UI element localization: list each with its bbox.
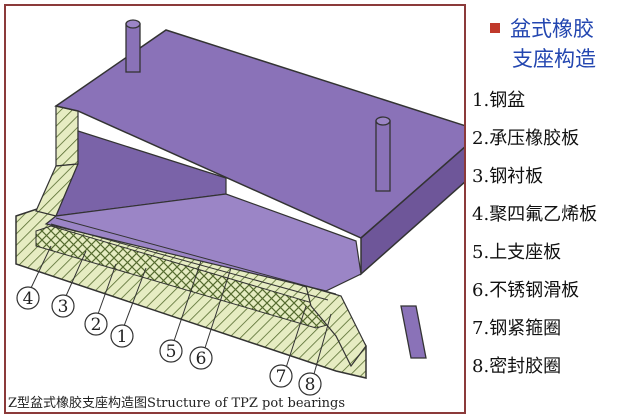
legend-item: 5.上支座板 xyxy=(472,238,597,276)
callout-leaders xyxy=(30,245,332,382)
legend-item-label: 钢衬板 xyxy=(489,166,544,187)
legend-item: 1.钢盆 xyxy=(472,86,597,124)
bearing-diagram: 4 3 2 1 5 6 7 8 xyxy=(15,19,464,396)
steel-pot-rim xyxy=(305,285,367,368)
callout-1: 1 xyxy=(110,324,134,348)
legend-item-number: 4. xyxy=(472,204,490,225)
svg-text:3: 3 xyxy=(58,297,69,317)
callout-6: 6 xyxy=(189,346,213,370)
upper-plate-lip xyxy=(55,105,79,167)
svg-text:4: 4 xyxy=(23,289,34,309)
callout-2: 2 xyxy=(84,312,108,336)
legend-item: 7.钢紧箍圈 xyxy=(472,314,597,352)
legend-item-number: 2. xyxy=(472,128,490,149)
legend-item: 6.不锈钢滑板 xyxy=(472,276,597,314)
legend-item-label: 钢紧箍圈 xyxy=(489,318,562,339)
callout-7: 7 xyxy=(269,364,293,388)
upper-plate-top xyxy=(54,29,464,239)
figure-frame: 4 3 2 1 5 6 7 8 Z型盆式橡胶支座构造图St xyxy=(4,4,466,414)
legend-item: 3.钢衬板 xyxy=(472,162,597,200)
legend-item-number: 7. xyxy=(472,318,490,339)
legend-item-label: 钢盆 xyxy=(489,90,526,111)
legend-title: 盆式橡胶 支座构造 xyxy=(490,14,635,74)
anchor-pin-back xyxy=(125,19,141,73)
legend-item-number: 5. xyxy=(472,242,490,263)
callout-8: 8 xyxy=(298,372,322,396)
legend-item: 2.承压橡胶板 xyxy=(472,124,597,162)
legend-title-line2: 支座构造 xyxy=(512,47,596,71)
callout-3: 3 xyxy=(51,294,75,318)
callout-5: 5 xyxy=(159,339,183,363)
callout-4: 4 xyxy=(16,286,40,310)
svg-text:2: 2 xyxy=(91,315,102,335)
svg-text:7: 7 xyxy=(276,367,287,387)
svg-text:8: 8 xyxy=(305,375,316,395)
legend-item-label: 上支座板 xyxy=(489,242,562,263)
legend-item-label: 承压橡胶板 xyxy=(489,128,580,149)
anchor-pin-right xyxy=(375,116,391,192)
upper-plate-front xyxy=(360,146,464,276)
svg-text:5: 5 xyxy=(166,342,177,362)
legend-item-label: 密封胶圈 xyxy=(489,356,562,377)
legend-list: 1.钢盆 2.承压橡胶板 3.钢衬板 4.聚四氟乙烯板 5.上支座板 6.不锈钢… xyxy=(472,86,597,390)
legend-item-number: 6. xyxy=(472,280,490,301)
legend-item-label: 聚四氟乙烯板 xyxy=(489,204,598,225)
legend-title-line1: 盆式橡胶 xyxy=(510,17,594,41)
anchor-pin-bottom xyxy=(400,305,427,359)
svg-text:1: 1 xyxy=(117,327,128,347)
legend-item: 4.聚四氟乙烯板 xyxy=(472,200,597,238)
legend-item-number: 3. xyxy=(472,166,490,187)
legend-item-number: 1. xyxy=(472,90,490,111)
sliding-plate-layer xyxy=(44,193,362,292)
bullet-square-icon xyxy=(490,22,500,33)
figure-caption: Z型盆式橡胶支座构造图Structure of TPZ pot bearings xyxy=(8,396,346,411)
legend-item: 8.密封胶圈 xyxy=(472,352,597,390)
legend-item-label: 不锈钢滑板 xyxy=(489,280,580,301)
legend-item-number: 8. xyxy=(472,356,490,377)
svg-text:6: 6 xyxy=(196,349,207,369)
